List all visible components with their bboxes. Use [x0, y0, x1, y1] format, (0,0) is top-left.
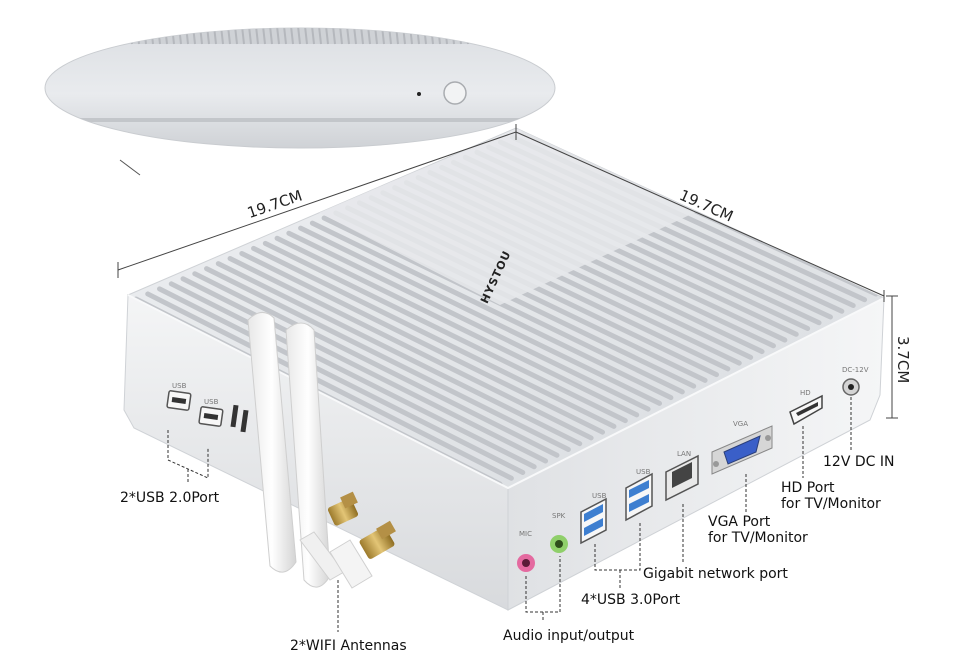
dimension-height: 3.7CM — [894, 336, 912, 384]
bubble-fin — [255, 28, 259, 45]
bubble-fin — [528, 28, 532, 45]
bubble-fin — [297, 28, 301, 45]
bubble-fin — [94, 28, 98, 45]
port-label-usb-rear-2: USB — [636, 468, 651, 476]
callout-usb30: 4*USB 3.0Port — [581, 592, 681, 608]
bubble-fin — [318, 28, 322, 45]
heatsink-fin — [215, 261, 583, 447]
bubble-fin — [269, 28, 273, 45]
bubble-fin — [479, 28, 483, 45]
rear-ports — [517, 378, 860, 572]
bubble-fin — [115, 28, 119, 45]
chassis — [123, 127, 886, 611]
heatsink-fin — [274, 235, 640, 418]
port-label-lan: LAN — [677, 450, 692, 458]
bubble-fin — [493, 28, 497, 45]
bubble-fin — [122, 28, 126, 45]
bubble-fin — [304, 28, 308, 45]
heatsink-fin — [204, 266, 571, 452]
heatsink-fin — [157, 286, 526, 475]
port-label-spk: SPK — [552, 512, 566, 520]
bubble-fin — [507, 28, 511, 45]
bubble-fin — [521, 28, 525, 45]
heatsink-fin — [180, 276, 549, 464]
callout-wifi: 2*WIFI Antennas — [290, 638, 407, 654]
heatsink-fin — [321, 215, 685, 395]
heatsink-fin — [145, 291, 514, 481]
bubble-fin — [129, 28, 133, 45]
front-ports — [166, 390, 249, 433]
callout-leaders — [167, 397, 852, 632]
heatsink-fin — [239, 250, 606, 435]
bubble-fin — [465, 28, 469, 45]
heatsink-fin — [298, 225, 663, 406]
callout-dc: 12V DC IN — [823, 454, 895, 470]
bubble-fin — [283, 28, 287, 45]
callout-vga-line2: for TV/Monitor — [708, 530, 808, 546]
bubble-fin — [66, 28, 70, 45]
power-button — [443, 81, 467, 105]
bubble-fin — [290, 28, 294, 45]
heatsink-fin — [309, 220, 674, 401]
bubble-fin — [339, 28, 343, 45]
port-label-usb-rear-1: USB — [592, 492, 607, 500]
callout-lan: Gigabit network port — [643, 566, 788, 582]
wifi-antennas — [247, 312, 396, 589]
power-led — [417, 92, 421, 96]
bubble-fin — [332, 28, 336, 45]
heatsink-fin — [192, 271, 560, 458]
bubble-fin — [542, 28, 546, 45]
callout-hd-line1: HD Port — [781, 480, 835, 496]
heatsink-fin — [262, 240, 628, 424]
callout-hd-line2: for TV/Monitor — [781, 496, 881, 512]
bubble-fin — [311, 28, 315, 45]
port-label-vga: VGA — [733, 420, 749, 428]
port-label-usb-front-1: USB — [172, 382, 187, 390]
bubble-fin — [73, 28, 77, 45]
front-zoom-bubble — [44, 27, 556, 149]
bubble-fin — [108, 28, 112, 45]
heatsink-fin — [227, 256, 594, 441]
port-label-dc: DC-12V — [842, 366, 869, 374]
bubble-fin — [472, 28, 476, 45]
callout-vga-line1: VGA Port — [708, 514, 771, 530]
callout-usb20: 2*USB 2.0Port — [120, 490, 220, 506]
bubble-fin — [514, 28, 518, 45]
heatsink-fin — [286, 230, 651, 412]
bubble-fin — [500, 28, 504, 45]
bubble-fin — [325, 28, 329, 45]
heatsink-fin — [168, 281, 537, 470]
bubble-fin — [262, 28, 266, 45]
bubble-fin — [486, 28, 490, 45]
port-label-mic: MIC — [519, 530, 532, 538]
bubble-fin — [535, 28, 539, 45]
heatsink-fin — [251, 245, 617, 429]
dimension-lines — [117, 124, 898, 419]
port-label-usb-front-2: USB — [204, 398, 219, 406]
port-label-hd: HD — [800, 389, 811, 397]
bubble-fin — [101, 28, 105, 45]
bubble-fin — [59, 28, 63, 45]
bubble-fin — [276, 28, 280, 45]
bubble-fin — [87, 28, 91, 45]
callout-audio: Audio input/output — [503, 628, 635, 644]
bubble-fin — [80, 28, 84, 45]
